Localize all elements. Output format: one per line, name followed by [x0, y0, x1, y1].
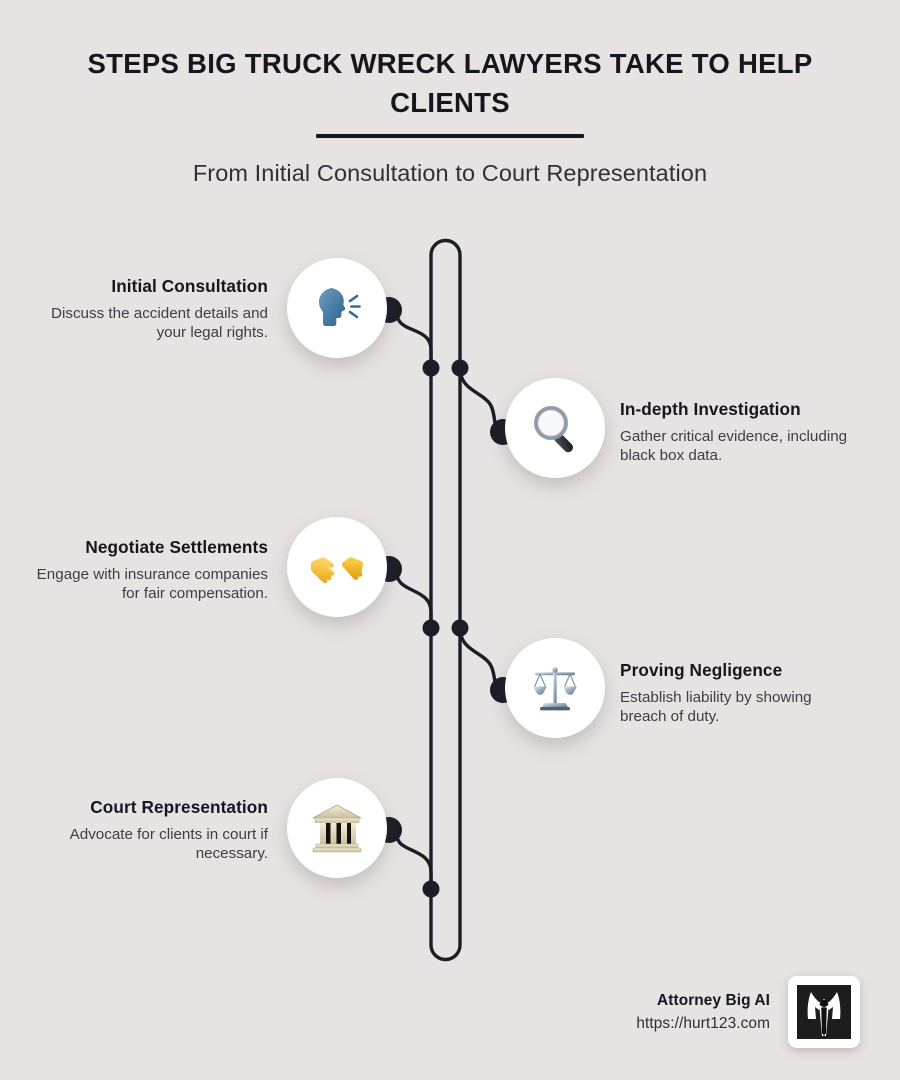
step-2-heading: In-depth Investigation [620, 399, 801, 419]
footer-branding: Attorney Big AI https://hurt123.com [560, 966, 860, 1058]
brand-url[interactable]: https://hurt123.com [636, 1014, 770, 1032]
magnifying-glass-icon [533, 405, 574, 453]
page-title: STEPS BIG TRUCK WRECK LAWYERS TAKE TO HE… [87, 48, 813, 119]
junction-node-left-1 [422, 359, 440, 377]
junction-node-right-1 [451, 359, 469, 377]
branch-step-3 [388, 567, 433, 630]
step-5-heading: Court Representation [90, 797, 268, 817]
step-2-text-block: In-depth Investigation Gather critical e… [620, 399, 860, 466]
suit-and-tie-icon [797, 985, 851, 1039]
step-4-description: Establish liability by showing breach of… [620, 688, 812, 726]
step-2-description: Gather critical evidence, including blac… [620, 427, 848, 465]
handshake-icon [311, 557, 363, 584]
branch-step-5 [388, 828, 433, 891]
step-3-icon-bubble [287, 517, 387, 617]
step-3-text-block: Negotiate Settlements Engage with insura… [28, 537, 268, 604]
speaking-head-icon [319, 288, 361, 326]
step-3-description: Engage with insurance companies for fair… [36, 565, 268, 603]
step-4-text-block: Proving Negligence Establish liability b… [620, 660, 860, 727]
step-1-heading: Initial Consultation [111, 276, 268, 296]
branch-step-2 [458, 366, 504, 434]
step-3-heading: Negotiate Settlements [85, 537, 268, 557]
junction-node-left-2 [422, 619, 440, 637]
step-1-text-block: Initial Consultation Discuss the acciden… [28, 276, 268, 343]
spine-path [429, 238, 462, 962]
step-5-description: Advocate for clients in court if necessa… [69, 825, 268, 863]
title-divider [316, 134, 584, 139]
brand-name: Attorney Big AI [657, 991, 770, 1009]
step-2-icon-bubble [505, 378, 605, 478]
branch-step-4 [458, 626, 504, 692]
page-subtitle: From Initial Consultation to Court Repre… [192, 160, 708, 187]
branch-step-1 [388, 308, 433, 370]
footer-text-block: Attorney Big AI https://hurt123.com [636, 992, 770, 1033]
step-5-text-block: Court Representation Advocate for client… [28, 797, 268, 864]
step-5-icon-bubble [287, 778, 387, 878]
step-4-heading: Proving Negligence [620, 660, 783, 680]
logo-frame [788, 976, 860, 1048]
classical-building-icon [312, 804, 362, 853]
step-4-icon-bubble [505, 638, 605, 738]
junction-node-left-3 [422, 880, 440, 898]
header: STEPS BIG TRUCK WRECK LAWYERS TAKE TO HE… [0, 44, 900, 187]
balance-scales-icon [533, 667, 577, 711]
step-1-icon-bubble [287, 258, 387, 358]
step-1-description: Discuss the accident details and your le… [51, 304, 268, 342]
junction-node-right-2 [451, 619, 469, 637]
